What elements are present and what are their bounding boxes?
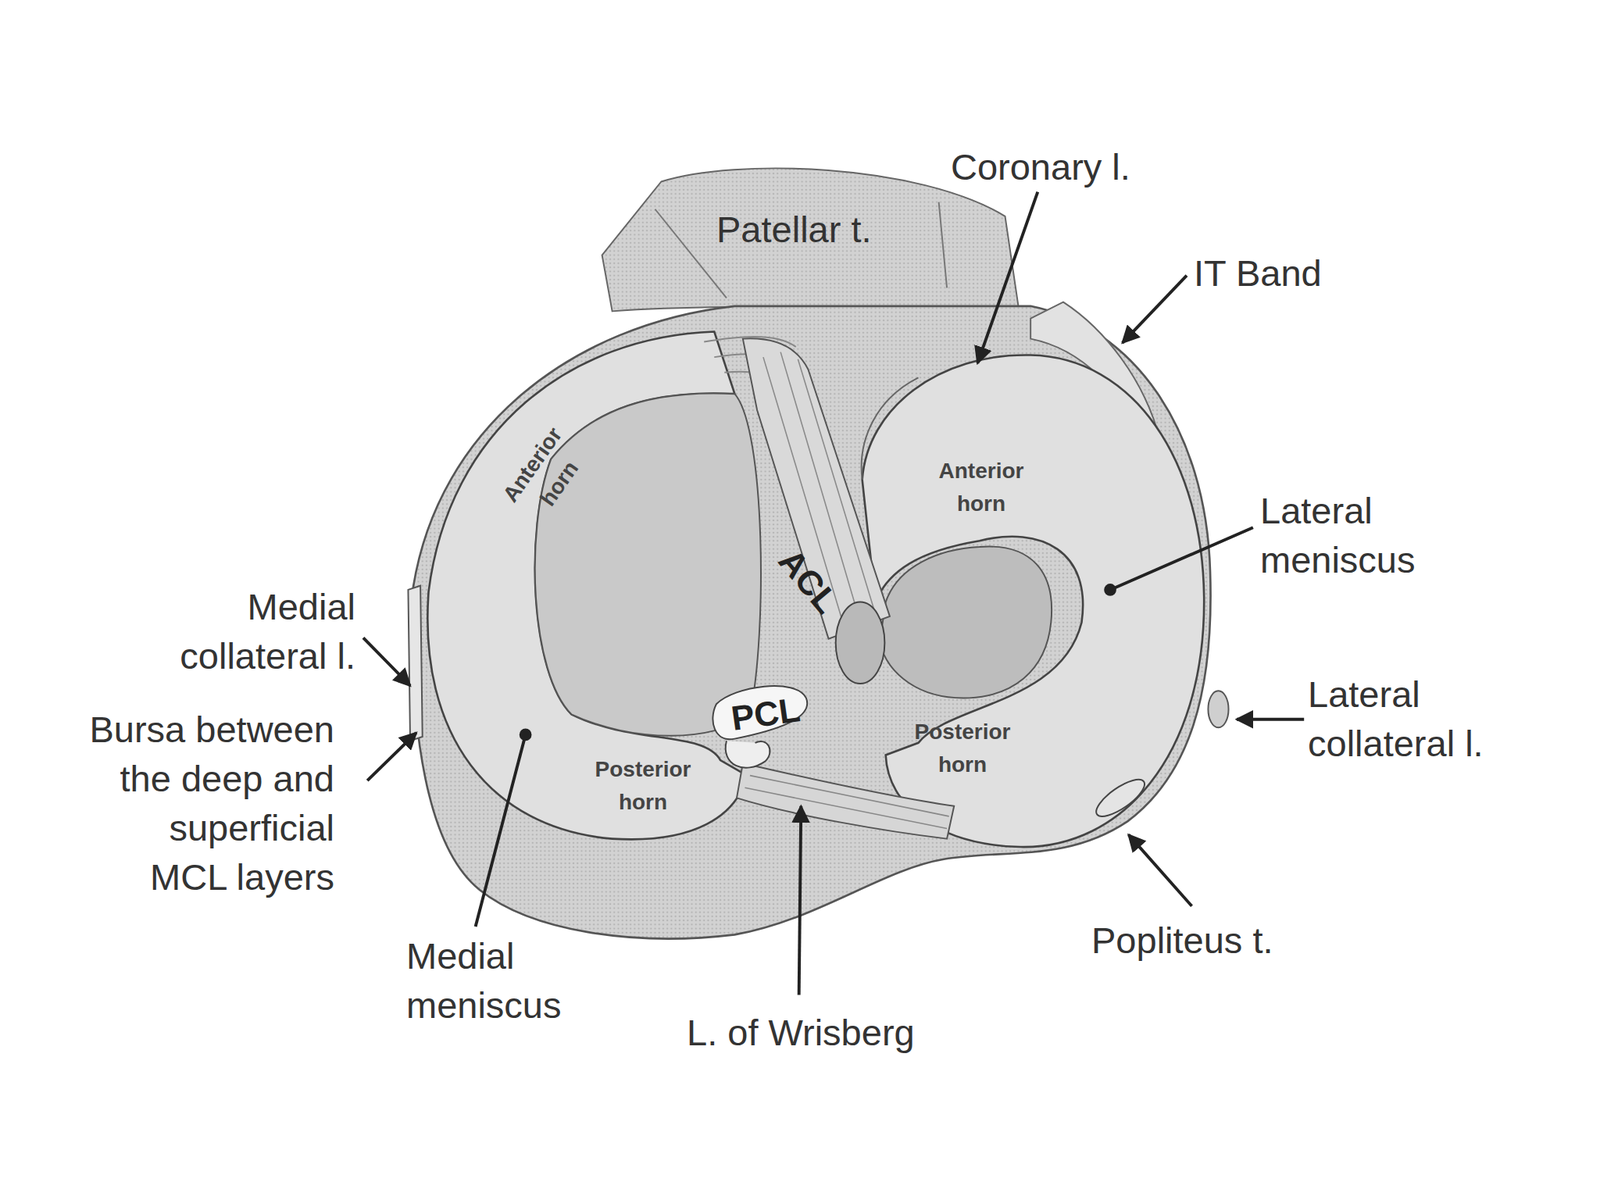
wrisberg-fibers xyxy=(744,775,949,829)
illustration-group xyxy=(363,167,1304,995)
leader-line xyxy=(1122,275,1187,343)
tendon-edge xyxy=(655,202,948,299)
part-label: Lateral meniscus xyxy=(1260,485,1425,585)
leader-line xyxy=(1110,527,1254,590)
part-label: Anterior horn xyxy=(930,454,1033,521)
part-label: Lateral collateral l. xyxy=(1307,669,1496,768)
wrisberg-ligament xyxy=(736,763,954,840)
part-label: Popliteus t. xyxy=(1091,915,1274,965)
leader-line xyxy=(977,192,1038,364)
leader-line xyxy=(1236,717,1304,722)
part-label: IT Band xyxy=(1193,248,1322,298)
patellar-tendon xyxy=(602,167,1019,311)
leader-line xyxy=(367,732,417,781)
lateral-meniscus xyxy=(862,354,1205,847)
pcl-band xyxy=(712,685,808,740)
part-label: Coronary l. xyxy=(950,142,1131,192)
mcl-strip xyxy=(407,585,422,742)
leader-line xyxy=(475,734,526,927)
tibial-plateau xyxy=(412,306,1211,940)
leader-lines xyxy=(363,192,1304,996)
leader-line xyxy=(799,806,802,996)
lcl-stump xyxy=(1207,690,1229,728)
medial-plateau xyxy=(535,392,761,736)
acl-fibers xyxy=(763,352,876,623)
popliteus-tendon xyxy=(1091,773,1150,823)
acl-stump xyxy=(835,602,886,684)
leader-dot xyxy=(1103,583,1117,597)
acl-band xyxy=(742,338,890,639)
part-label: Medial meniscus xyxy=(406,931,571,1030)
part-label: Patellar t. xyxy=(716,204,872,254)
horn-edge xyxy=(861,377,919,480)
part-label: Medial collateral l. xyxy=(167,582,356,681)
part-label: L. of Wrisberg xyxy=(686,1007,915,1058)
leader-dot xyxy=(519,728,533,742)
leader-line xyxy=(1128,834,1193,906)
part-label: Posterior horn xyxy=(907,715,1018,782)
part-label: Bursa between the deep and superficial M… xyxy=(85,704,335,902)
leader-line xyxy=(363,637,411,686)
part-label: Posterior horn xyxy=(588,753,698,819)
pcl-end xyxy=(725,740,771,768)
lateral-plateau xyxy=(879,546,1052,699)
